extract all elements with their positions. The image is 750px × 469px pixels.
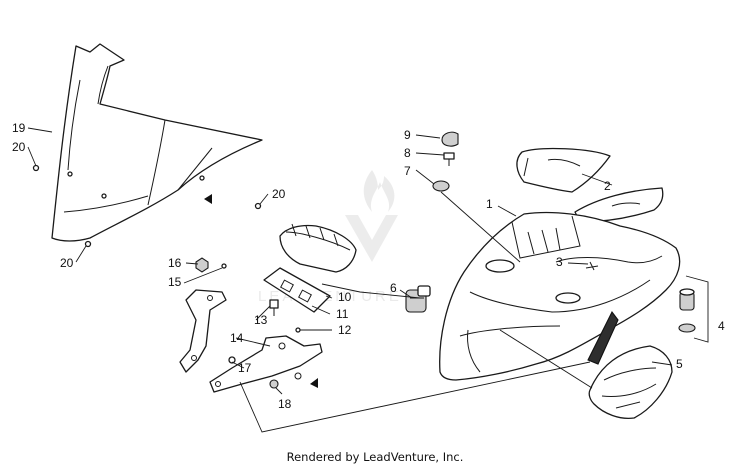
windshield-part [51,43,263,242]
connector-part [405,285,431,313]
screw-part [443,152,455,166]
callout-1: 1 [486,197,493,211]
grommet-part [432,180,450,192]
callout-13: 13 [254,313,268,327]
callout-17: 17 [238,361,252,375]
callout-labels: 1 2 3 4 5 6 7 8 9 10 11 12 13 14 15 16 1… [12,121,725,411]
mounting-bracket-right-part [209,335,323,393]
fastener-20c [84,240,92,248]
callout-6: 6 [390,281,397,295]
callout-11: 11 [336,307,349,321]
callout-8: 8 [404,146,411,160]
upper-trim-part [516,147,611,193]
callout-3: 3 [556,255,563,269]
washer-part [221,263,227,269]
render-credit: Rendered by LeadVenture, Inc. [286,450,464,464]
callout-9: 9 [404,128,411,142]
cap-part [441,131,459,147]
callout-20-c: 20 [60,256,74,270]
callout-12: 12 [338,323,352,337]
fastener-20d [67,171,73,177]
callout-16: 16 [168,256,182,270]
callout-18: 18 [278,397,292,411]
gauge-part [279,223,357,273]
callout-2: 2 [604,179,611,193]
callout-4: 4 [718,319,725,333]
hood-part [439,211,681,381]
mounting-bracket-left-part [179,289,227,373]
callout-20-b: 20 [272,187,286,201]
callout-5: 5 [676,357,683,371]
grille-part [588,345,673,420]
rivet-part [228,356,236,364]
nut-part [195,257,209,273]
callout-7: 7 [404,164,411,178]
leader-lines [27,127,709,433]
fastener-20b [254,202,262,210]
clip-part [585,261,599,271]
callout-19: 19 [12,121,26,135]
callout-10: 10 [338,290,352,304]
small-screw-part [295,327,301,333]
callout-14: 14 [230,331,244,345]
fastener-20f [101,193,107,199]
knob-part [678,288,696,333]
lower-trim-part [574,187,664,223]
fastener-20e [199,175,205,181]
fastener-20a [32,164,40,172]
bolt-part [269,299,279,316]
gauge-bracket-part [263,267,331,313]
nut-lower-part [269,379,279,389]
callout-20-a: 20 [12,140,26,154]
callout-15: 15 [168,275,182,289]
